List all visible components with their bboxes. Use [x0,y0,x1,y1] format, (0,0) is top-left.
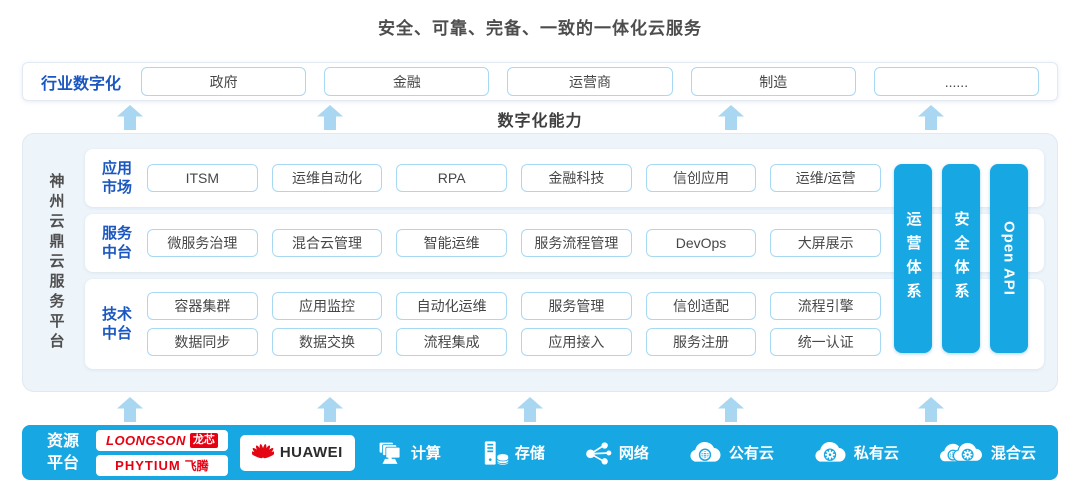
resource-platform-label: 资源平台 [46,432,79,472]
capability-box: RPA [396,164,508,192]
industry-bar-label: 行业数字化 [41,75,122,93]
pillar-bar: 运营体系 [894,164,932,353]
public-cloud-icon [687,441,723,465]
up-arrow-icon [317,397,343,422]
resource-label: 公有云 [728,445,774,462]
service-middle-row: 服务中台 微服务治理混合云管理智能运维服务流程管理 DevOps 大屏展示 [85,214,1044,272]
loongson-logo: LOONGSON 龙芯 [96,429,228,451]
network-icon [583,440,613,466]
industry-items: 政府金融运营商制造...... [141,67,1040,96]
app-market-row: 应用市场 ITSM 运维自动化 RPA 金融科技信创应用运维/运营 [85,149,1044,207]
capability-box: 微服务治理 [147,229,258,257]
capability-box: 容器集群 [147,292,258,320]
digital-capability-label: 数字化能力 [497,113,583,130]
pillar-bars: 运营体系安全体系 Open API [894,164,1028,353]
resource-item: 公有云 [687,441,774,465]
resource-items: 计算 存储 网络 公有云 [361,440,1042,466]
resource-label: 混合云 [990,445,1036,462]
pillar-bar: Open API [990,164,1028,353]
capability-box: 流程集成 [396,328,508,356]
resource-label: 存储 [514,445,545,462]
resource-item: 混合云 [937,441,1036,465]
resource-label: 私有云 [853,445,899,462]
capability-box: 应用监控 [271,292,383,320]
row-label-app-market: 应用市场 [101,159,132,197]
app-market-boxes: ITSM 运维自动化 RPA 金融科技信创应用运维/运营 [147,164,882,192]
industry-box: 政府 [141,67,307,96]
huawei-flower-icon [251,443,274,462]
loongson-wordmark: LOONGSON [106,432,186,448]
resource-item: 存储 [479,440,545,466]
tech-middle-row: 技术中台 容器集群应用监控自动化运维服务管理信创适配流程引擎 数据同步数据交换流… [85,279,1044,369]
industry-box: 运营商 [507,67,673,96]
pillar-bar: 安全体系 [942,164,980,353]
industry-box: ...... [873,67,1040,96]
capability-box: 混合云管理 [271,229,383,257]
resource-label: 计算 [410,445,441,462]
resource-item: 计算 [375,440,441,466]
huawei-logo: HUAWEI [239,434,355,471]
phytium-cn-suffix: 飞腾 [184,458,209,473]
row-label-tech-middle: 技术中台 [101,305,132,343]
capability-box: 数据交换 [271,328,383,356]
up-arrow-icon [517,397,543,422]
industry-box: 制造 [690,67,856,96]
private-cloud-icon [812,441,848,465]
phytium-logo: PHYTIUM 飞腾 [96,454,228,476]
service-middle-boxes: 微服务治理混合云管理智能运维服务流程管理 DevOps 大屏展示 [147,229,882,257]
row-label-service-middle: 服务中台 [101,224,132,262]
capability-box: 流程引擎 [770,292,882,320]
resource-item: 私有云 [812,441,899,465]
capability-box: 统一认证 [770,328,882,356]
page-title: 安全、可靠、完备、一致的一体化云服务 [378,19,702,38]
capability-box: ITSM [147,164,258,192]
resource-label: 网络 [618,445,649,462]
industry-box: 金融 [324,67,490,96]
capability-box: 智能运维 [396,229,508,257]
hybrid-cloud-icon [937,441,985,465]
resource-platform-bar: 资源平台 LOONGSON 龙芯 PHYTIUM 飞腾 [22,425,1058,480]
capability-box: 自动化运维 [396,292,508,320]
up-arrow-icon [718,397,744,422]
vendor-stack: LOONGSON 龙芯 PHYTIUM 飞腾 [96,429,228,476]
capability-box: 大屏展示 [770,229,882,257]
capability-box: 金融科技 [521,164,632,192]
capability-box: 数据同步 [147,328,258,356]
resource-arrows-row [0,394,1080,424]
cloud-platform-panel: 神州云鼎云服务平台 应用市场 ITSM 运维自动化 RPA 金融科技信创应用运维/运营… [22,133,1058,392]
loongson-cn-badge: 龙芯 [189,432,218,448]
digital-capability-row: 数字化能力 [0,102,1080,132]
capability-box: 运维/运营 [770,164,882,192]
storage-icon [479,440,509,466]
tech-middle-boxes-line1: 容器集群应用监控自动化运维服务管理信创适配流程引擎 [147,292,882,320]
capability-box: 信创适配 [645,292,757,320]
capability-box: DevOps [645,229,757,257]
capability-box: 服务流程管理 [521,229,632,257]
capability-box: 应用接入 [521,328,632,356]
up-arrow-icon [117,397,143,422]
capability-box: 服务管理 [521,292,632,320]
capability-box: 运维自动化 [271,164,383,192]
tech-middle-boxes-line2: 数据同步数据交换流程集成应用接入服务注册统一认证 [147,328,882,356]
up-arrow-icon [918,397,944,422]
huawei-wordmark: HUAWEI [279,444,343,461]
capability-box: 信创应用 [645,164,757,192]
resource-item: 网络 [583,440,649,466]
phytium-wordmark: PHYTIUM [115,457,181,473]
platform-side-label: 神州云鼎云服务平台 [47,172,65,353]
industry-bar: 行业数字化 政府金融运营商制造...... [22,62,1058,101]
capability-box: 服务注册 [645,328,757,356]
compute-icon [375,440,405,466]
tech-middle-boxes: 容器集群应用监控自动化运维服务管理信创适配流程引擎 数据同步数据交换流程集成应用… [147,292,882,356]
